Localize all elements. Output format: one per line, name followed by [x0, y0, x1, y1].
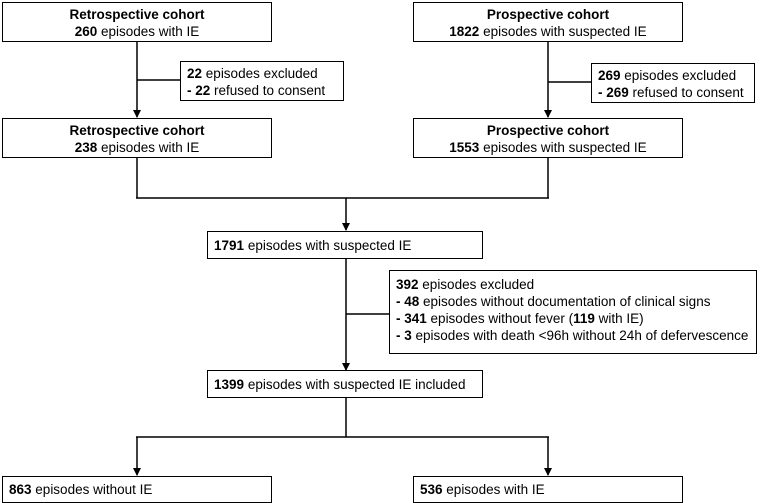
included-episodes-box: 1399 episodes with suspected IE included — [207, 370, 483, 398]
excluded-count: 269 — [598, 68, 621, 83]
excluded-count: 22 — [187, 66, 203, 81]
box-text: episodes with suspected IE — [483, 24, 647, 39]
episodes-without-ie-box: 863 episodes without IE — [2, 476, 272, 503]
box-text: episodes with IE — [446, 482, 545, 497]
episode-count: 1822 — [449, 24, 480, 39]
box-title: Prospective cohort — [486, 7, 610, 22]
episode-count: 1553 — [449, 140, 480, 155]
box-title: Prospective cohort — [486, 123, 610, 138]
exclusion-criteria-box: 392 episodes excluded - 48 episodes with… — [389, 270, 757, 354]
episode-count: 536 — [420, 482, 443, 497]
episodes-with-ie-box: 536 episodes with IE — [413, 476, 683, 503]
refused-count: - 269 — [598, 85, 629, 100]
prospective-cohort-initial-box: Prospective cohort 1822 episodes with su… — [413, 2, 683, 42]
box-text: episodes with IE — [100, 140, 200, 155]
episode-count: 1399 — [214, 377, 245, 392]
combined-episodes-box: 1791 episodes with suspected IE — [207, 231, 483, 259]
episode-count: 1791 — [214, 238, 245, 253]
box-text: episodes with IE — [100, 24, 200, 39]
episode-count: 863 — [9, 482, 32, 497]
prospective-cohort-consented-box: Prospective cohort 1553 episodes with su… — [413, 118, 683, 158]
box-text: episodes with suspected IE — [483, 140, 647, 155]
excluded-count: 392 — [396, 277, 419, 292]
refused-count: - 22 — [187, 83, 211, 98]
episode-count: 238 — [74, 140, 98, 155]
box-title: Retrospective cohort — [69, 7, 205, 22]
box-text: episodes with suspected IE — [247, 238, 412, 253]
retrospective-exclusion-box: 22 episodes excluded - 22 refused to con… — [180, 61, 344, 101]
box-text: episodes without IE — [35, 482, 153, 497]
box-text: episodes with suspected IE included — [247, 377, 466, 392]
retrospective-cohort-consented-box: Retrospective cohort 238 episodes with I… — [2, 118, 272, 158]
episode-count: 260 — [74, 24, 98, 39]
retrospective-cohort-initial-box: Retrospective cohort 260 episodes with I… — [2, 2, 272, 42]
box-title: Retrospective cohort — [69, 123, 205, 138]
prospective-exclusion-box: 269 episodes excluded - 269 refused to c… — [591, 63, 755, 103]
